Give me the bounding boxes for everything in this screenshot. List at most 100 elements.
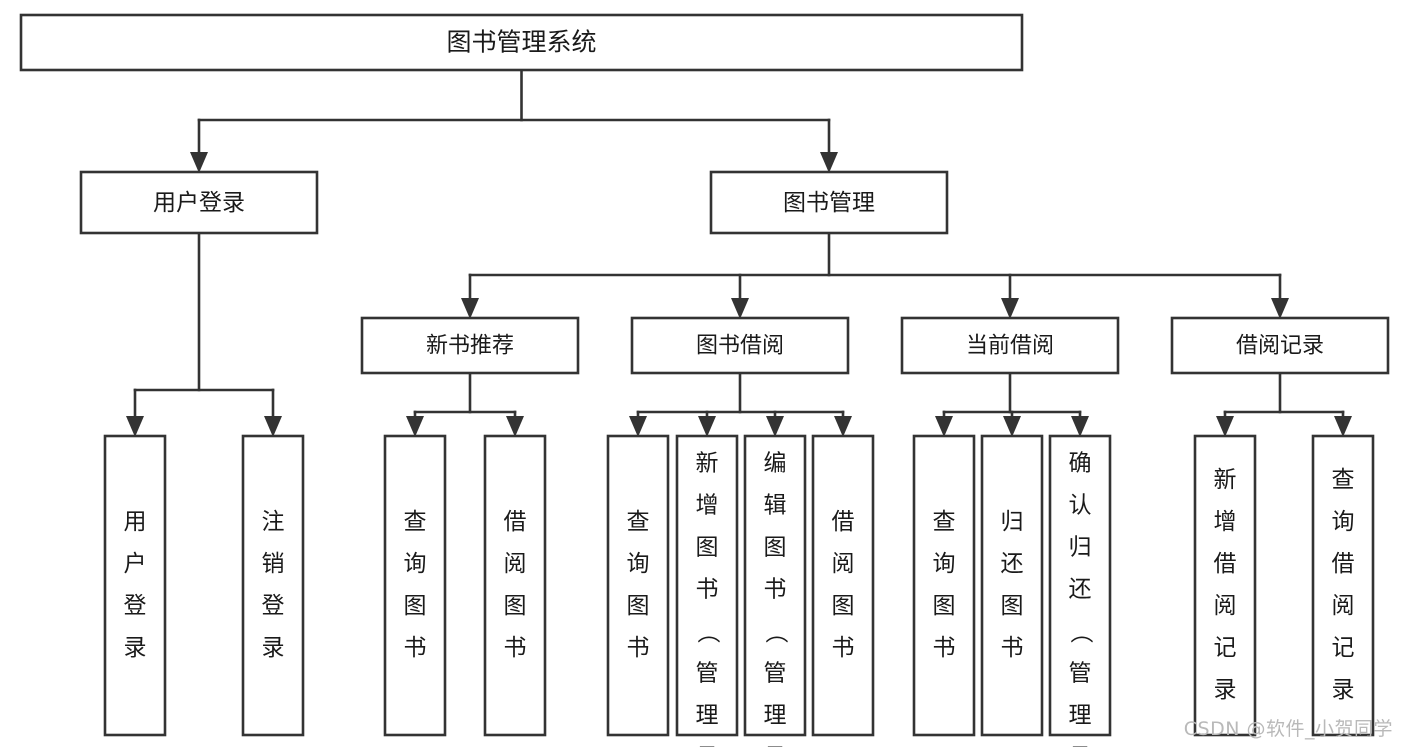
node-leaf-user-login[interactable]: 用户登录 (103, 434, 167, 737)
connector-arrow-icon (1334, 416, 1352, 437)
svg-text:管: 管 (1069, 661, 1092, 687)
node-book-manage-label: 图书管理 (783, 190, 875, 216)
svg-text:认: 认 (1069, 493, 1092, 519)
svg-text:阅: 阅 (832, 551, 855, 577)
connector-arrow-icon (264, 416, 282, 437)
connector-layer (126, 68, 1352, 437)
svg-text:管: 管 (764, 661, 787, 687)
svg-text:记: 记 (1214, 635, 1237, 661)
svg-text:户: 户 (124, 551, 147, 577)
connector-arrow-icon (629, 416, 647, 437)
node-user-login[interactable]: 用户登录 (79, 170, 319, 235)
svg-text:借: 借 (1332, 551, 1355, 577)
svg-text:理: 理 (1069, 703, 1092, 729)
svg-text:编: 编 (764, 451, 787, 477)
svg-text:登: 登 (262, 593, 285, 619)
svg-text:员: 员 (1069, 745, 1092, 747)
svg-text:书: 书 (832, 635, 855, 661)
svg-text:还: 还 (1069, 577, 1092, 603)
connector-arrow-icon (461, 298, 479, 319)
node-current-borrow-label: 当前借阅 (966, 334, 1054, 359)
connector-arrow-icon (406, 416, 424, 437)
svg-text:借: 借 (832, 509, 855, 535)
svg-text:图: 图 (696, 535, 719, 561)
svg-text:阅: 阅 (1332, 593, 1355, 619)
svg-text:登: 登 (124, 593, 147, 619)
svg-text:理: 理 (696, 703, 719, 729)
svg-text:书: 书 (404, 635, 427, 661)
svg-text:查: 查 (933, 509, 956, 535)
node-new-book-recommend[interactable]: 新书推荐 (360, 316, 580, 375)
node-root-system-label: 图书管理系统 (446, 28, 596, 57)
svg-text:阅: 阅 (504, 551, 527, 577)
svg-text:理: 理 (764, 703, 787, 729)
connector-arrow-icon (1216, 416, 1234, 437)
svg-text:确: 确 (1069, 451, 1092, 477)
svg-text:员: 员 (764, 745, 787, 747)
node-book-borrow-label: 图书借阅 (696, 334, 784, 359)
svg-text:书: 书 (627, 635, 650, 661)
svg-text:录: 录 (262, 635, 285, 661)
connector-arrow-icon (935, 416, 953, 437)
connector-arrow-icon (506, 416, 524, 437)
svg-text:询: 询 (404, 551, 427, 577)
svg-text:管: 管 (696, 661, 719, 687)
svg-text:录: 录 (124, 635, 147, 661)
svg-text:员: 员 (696, 745, 719, 747)
node-book-manage[interactable]: 图书管理 (709, 170, 949, 235)
connector-arrow-icon (190, 152, 208, 173)
svg-text:书: 书 (504, 635, 527, 661)
node-book-borrow[interactable]: 图书借阅 (630, 316, 850, 375)
connector-group (126, 231, 282, 437)
svg-text:记: 记 (1332, 635, 1355, 661)
svg-text:图: 图 (504, 593, 527, 619)
connector-arrow-icon (1071, 416, 1089, 437)
node-user-login-label: 用户登录 (153, 190, 245, 216)
svg-text:书: 书 (1001, 635, 1024, 661)
svg-text:询: 询 (933, 551, 956, 577)
svg-text:还: 还 (1001, 551, 1024, 577)
node-new-book-recommend-label: 新书推荐 (426, 334, 514, 359)
svg-text:（: （ (1068, 621, 1094, 644)
svg-text:录: 录 (1332, 677, 1355, 703)
svg-text:询: 询 (1332, 509, 1355, 535)
svg-text:归: 归 (1069, 535, 1092, 561)
connector-group (461, 231, 1289, 319)
node-layer: 图书管理系统用户登录图书管理新书推荐图书借阅当前借阅借阅记录用户登录注销登录查询… (19, 13, 1390, 747)
svg-text:归: 归 (1001, 509, 1024, 535)
svg-text:查: 查 (1332, 467, 1355, 493)
svg-text:辑: 辑 (764, 493, 787, 519)
node-borrow-record[interactable]: 借阅记录 (1170, 316, 1390, 375)
svg-text:图: 图 (764, 535, 787, 561)
node-root-system[interactable]: 图书管理系统 (19, 13, 1024, 72)
connector-arrow-icon (834, 416, 852, 437)
connector-group (406, 371, 524, 437)
svg-text:借: 借 (504, 509, 527, 535)
connector-arrow-icon (731, 298, 749, 319)
svg-text:注: 注 (262, 509, 285, 535)
node-current-borrow[interactable]: 当前借阅 (900, 316, 1120, 375)
svg-text:借: 借 (1214, 551, 1237, 577)
svg-text:书: 书 (696, 577, 719, 603)
connector-arrow-icon (126, 416, 144, 437)
svg-text:新: 新 (1214, 467, 1237, 493)
